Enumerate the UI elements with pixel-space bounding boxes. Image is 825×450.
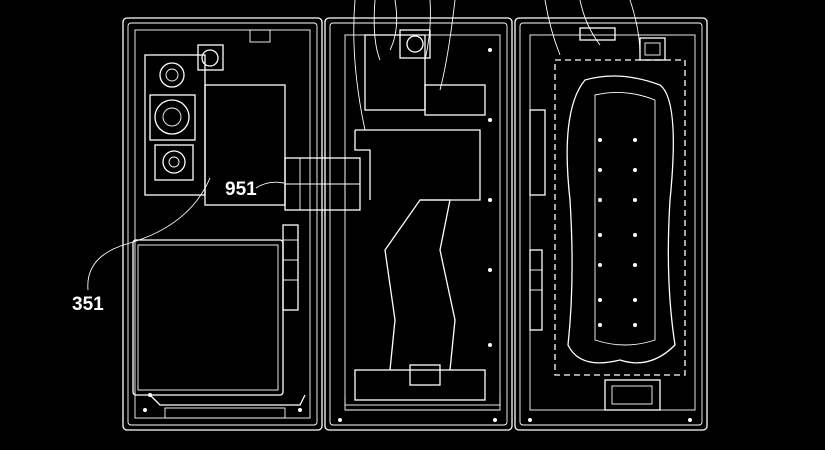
camera-module: [144, 29, 271, 196]
battery: [132, 239, 284, 396]
heat-pipe: [566, 75, 676, 364]
label-951: 951: [225, 179, 257, 200]
label-351: 351: [72, 294, 104, 315]
reference-351: 351: [72, 177, 211, 315]
reference-951: 951: [225, 179, 285, 200]
left-housing-panel: [122, 17, 323, 431]
right-housing-panel: [514, 0, 708, 431]
screw-holes: [338, 48, 497, 422]
heat-pipe-dots: [598, 138, 637, 327]
middle-housing-panel: [324, 0, 513, 431]
